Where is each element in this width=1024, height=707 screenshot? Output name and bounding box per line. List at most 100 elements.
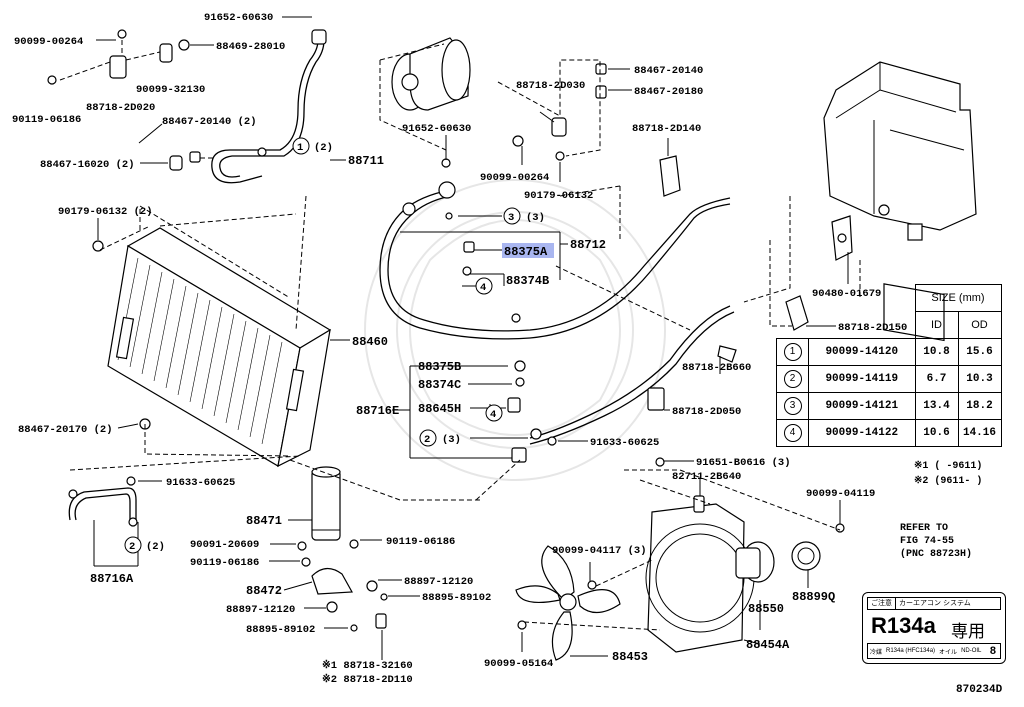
col-id-header: ID [914,311,959,339]
part-label[interactable]: 88716E [356,404,399,418]
part-label[interactable]: 88718-2B660 [682,362,751,374]
part-label[interactable]: 88375B [418,360,461,374]
callout-2[interactable]: 3 (3) [503,207,545,225]
part-label[interactable]: 88471 [246,514,282,528]
part-label[interactable]: 90119-06186 [190,557,259,569]
size-table: SIZE (mm) ID OD 1 90099-14120 10.8 15.6 … [776,284,1002,447]
part-label[interactable]: 90091-20609 [190,539,259,551]
dashed-leaders [69,43,861,631]
part-label[interactable]: 88374B [506,274,549,288]
part-label[interactable]: 91633-60625 [590,437,659,449]
callout-3[interactable]: 4 [475,277,493,295]
part-label[interactable]: 90099-00264 [480,172,549,184]
part-label[interactable]: 90099-00264 [14,36,83,48]
label-caution: ご注意 [868,598,896,609]
col-od-header: OD [957,311,1002,339]
part-label[interactable]: 90099-05164 [484,658,553,670]
part-number-cell[interactable]: 90099-14122 [808,419,916,447]
pipe-88716e [511,305,735,463]
table-row: 1 90099-14120 10.8 15.6 [776,338,1002,366]
label-oil-label: オイル [939,649,958,656]
part-label[interactable]: 88550 [748,602,784,616]
svg-text:1: 1 [297,142,303,154]
label-refrigerant-small-label: 冷媒 [870,649,883,656]
part-label[interactable]: 88718-2D150 [838,322,907,334]
row-number: 4 [783,424,802,442]
part-number-cell[interactable]: 90099-14120 [808,338,916,366]
part-label[interactable]: 90099-04117 (3) [552,545,647,557]
part-label[interactable]: 88460 [352,335,388,349]
part-label[interactable]: 88718-2D140 [632,123,701,135]
note-2: ※2 (9611- ) [914,476,983,487]
part-label[interactable]: 88895-89102 [246,624,315,636]
label-top-strip: ご注意 カーエアコン システム [867,597,1001,610]
part-label[interactable]: 88899Q [792,590,835,604]
od-cell: 10.3 [957,365,1002,393]
part-label[interactable]: 88718-2D030 [516,80,585,92]
clamp-group [441,63,809,446]
part-label[interactable]: 88454A [746,638,790,652]
part-label[interactable]: 88718-2D050 [672,406,741,418]
callout-1[interactable]: 1 (2) [292,137,333,155]
condenser [107,227,332,468]
part-label[interactable]: 88711 [348,154,384,168]
part-label[interactable]: 88897-12120 [404,576,473,588]
label-oil: ND-OIL [961,648,982,654]
part-label[interactable]: 90179-06132 [524,190,593,202]
part-label[interactable]: 88467-16020 (2) [40,159,135,171]
part-label[interactable]: 88895-89102 [422,592,491,604]
part-label[interactable]: 88467-20140 (2) [162,116,257,128]
id-cell: 6.7 [914,365,959,393]
part-labels: 91652-60630 90099-00264 88469-28010 9009… [12,12,907,686]
part-label[interactable]: 88467-20140 [634,65,703,77]
part-number-cell[interactable]: 90099-14121 [808,392,916,420]
refer-line: FIG 74-55 [900,536,955,547]
part-label[interactable]: 88469-28010 [216,41,285,53]
part-label[interactable]: 88645H [418,402,461,416]
part-label[interactable]: ※2 88718-2D110 [322,673,413,686]
expansion-valve [831,215,853,261]
table-row: 4 90099-14122 10.6 14.16 [776,419,1002,447]
part-label[interactable]: 88716A [90,572,134,586]
row-number: 3 [783,397,802,415]
part-label[interactable]: 90099-04119 [806,488,875,500]
part-label[interactable]: 90119-06186 [12,114,81,126]
part-label[interactable]: 91652-60630 [402,123,471,135]
row-number: 1 [783,343,802,361]
label-bottom-strip: 冷媒 R134a (HFC134a) オイル ND-OIL 8 [867,643,1001,659]
part-label[interactable]: 90119-06186 [386,536,455,548]
callout-5[interactable]: 2 (3) [419,429,461,447]
part-label[interactable]: 88897-12120 [226,604,295,616]
highlight-marker [502,243,554,258]
part-label[interactable]: 88467-20180 [634,86,703,98]
part-label-highlighted[interactable]: 88375A [504,245,548,259]
note-1: ※1 ( -9611) [914,461,983,472]
part-label[interactable]: 88467-20170 (2) [18,424,113,436]
svg-text:4: 4 [480,282,486,294]
part-number-cell[interactable]: 90099-14119 [808,365,916,393]
part-label[interactable]: 88374C [418,378,461,392]
part-label[interactable]: 90099-32130 [136,84,205,96]
figure-id: 870234D [956,684,1003,696]
part-label[interactable]: 91633-60625 [166,477,235,489]
callout-6[interactable]: 2 (2) [124,536,165,554]
part-label[interactable]: 91651-B0616 (3) [696,457,791,469]
size-header: SIZE (mm) [914,284,1002,312]
callout-4[interactable]: 4 [485,404,503,422]
part-label[interactable]: ※1 88718-32160 [322,659,413,672]
od-cell: 14.16 [957,419,1002,447]
part-label[interactable]: 88718-2D020 [86,102,155,114]
part-label[interactable]: 82711-2B640 [672,471,741,483]
part-label[interactable]: 88453 [612,650,648,664]
part-label[interactable]: 88472 [246,584,282,598]
bracket-88472 [297,539,388,632]
part-label[interactable]: 90179-06132 (2) [58,206,153,218]
part-label[interactable]: 88712 [570,238,606,252]
refer-line: (PNC 88723H) [900,549,973,560]
part-label[interactable]: 91652-60630 [204,12,273,24]
part-label[interactable]: 90480-01679 [812,288,881,300]
od-cell: 15.6 [957,338,1002,366]
svg-text:(2): (2) [314,142,333,154]
id-cell: 10.8 [914,338,959,366]
svg-text:4: 4 [490,409,496,421]
